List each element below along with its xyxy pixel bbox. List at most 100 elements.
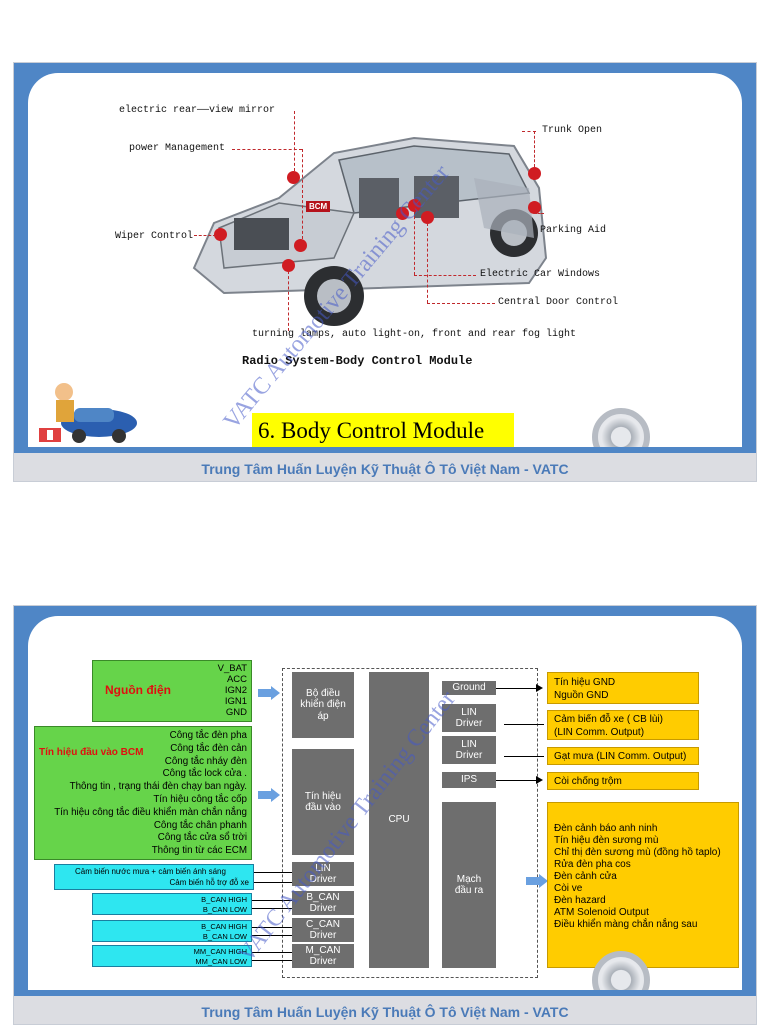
output-list-item: Đèn hazard [554,895,606,906]
marker-lamps [282,259,295,272]
power-signal: IGN2 [224,685,247,696]
output-list-item: Chỉ thị đèn sương mù (đồng hồ taplo) [554,847,721,858]
mcan-driver-block: M_CAN Driver [292,944,354,968]
car-cutaway-illustration [192,136,548,326]
callout-wiper: Wiper Control [115,231,194,242]
output-line-ground [496,688,536,689]
input-item: Thông tin từ các ECM [151,845,247,857]
voltage-regulator-block: Bộ điều khiển điện áp [292,672,354,738]
ips-block: IPS [442,772,496,788]
arrow-head-icon [536,776,543,784]
output-circuit-block: Mạch đầu ra [442,802,496,968]
slide-bcm-block-diagram: Nguồn điện V_BAT ACC IGN2 IGN1 GND Tín h… [13,605,757,1025]
alarm-output-box: Còi chống trộm [547,772,699,790]
marker-mirror [287,171,300,184]
can-line [252,908,292,909]
can-line [252,935,292,936]
ground-output-item: Tín hiệu GND [554,677,616,688]
output-list-item: Tín hiệu đèn sương mù [554,835,659,846]
figure-caption: Radio System-Body Control Module [242,354,473,368]
slide-footer-bar [14,990,756,1024]
mechanic-cartoon [39,383,137,443]
can-high-label: MM_CAN HIGH [193,947,247,956]
input-item: Công tắc nháy đèn [164,755,247,767]
ground-output-box: Tín hiệu GND Nguồn GND [547,672,699,704]
can-bus-box: B_CAN HIGH B_CAN LOW [92,893,252,915]
input-item: Thông tin , trạng thái đèn chạy ban ngày… [69,781,247,793]
leader-windows [414,211,415,275]
output-list-item: Đèn cảnh báo anh ninh [554,823,658,834]
output-line-lin2 [504,756,544,757]
leader-trunk [534,131,535,167]
power-signal-list: V_BAT ACC IGN2 IGN1 GND [218,663,247,718]
can-label-group: B_CAN HIGH B_CAN LOW [201,895,247,915]
ccan-driver-block: C_CAN Driver [292,918,354,942]
marker-door-1 [396,207,409,220]
slide-frame-right [742,63,756,451]
leader-power [232,149,302,150]
input-item: Tín hiệu công tắc điều khiển màn chắn nắ… [54,806,247,818]
sensor-item: Cảm biến nước mưa + cảm biến ánh sáng [75,867,226,876]
slide-frame-left [14,606,28,994]
leader-power-v [302,149,303,239]
sensor-input-box: Cảm biến nước mưa + cảm biến ánh sáng Cả… [54,864,254,890]
arrow-right-icon [258,788,280,802]
leader-lamps [288,271,289,331]
can-label-group: MM_CAN HIGH MM_CAN LOW [194,947,247,967]
marker-power [294,239,307,252]
can-low-label: B_CAN LOW [202,905,247,914]
leader-parking [534,213,544,214]
marker-trunk [528,167,541,180]
output-list-item: Còi ve [554,883,583,894]
bcm-input-list: Công tắc đèn pha Công tắc đèn cản Công t… [54,730,247,858]
can-bus-box: MM_CAN HIGH MM_CAN LOW [92,945,252,967]
bcm-boundary [282,668,538,978]
reverse-sensor-item: (LIN Comm. Output) [554,727,645,738]
can-line [252,960,292,961]
leader-mirror [294,111,295,171]
arrow-right-icon [258,686,280,700]
can-low-label: B_CAN LOW [202,932,247,941]
callout-mirror: electric rear——view mirror [119,105,276,116]
input-item: Tín hiệu công tắc cốp [153,793,247,805]
arrow-head-icon [536,684,543,692]
can-low-label: MM_CAN LOW [195,957,247,966]
general-outputs-box: Đèn cảnh báo anh ninh Tín hiệu đèn sương… [547,802,739,968]
sensor-line [254,872,292,873]
sensor-item: Cảm biến hỗ trợ đỗ xe [169,878,249,887]
slide-body-control-module: BCM electric rear——view mirror power Man… [13,62,757,482]
leader-wiper [194,235,216,236]
callout-lamps: turning lamps, auto light-on, front and … [252,329,577,340]
input-item: Công tắc đèn cản [170,742,247,754]
ground-block: Ground [442,681,496,695]
wiper-output-box: Gạt mưa (LIN Comm. Output) [547,747,699,765]
marker-windows [408,199,421,212]
output-list-item: Điều khiển màng chắn nắng sau [554,919,698,930]
leader-door [427,223,428,303]
output-line-lin1 [504,724,544,725]
reverse-sensor-item: Cảm biến đỗ xe ( CB lùi) [554,714,663,725]
output-list-item: ATM Solenoid Output [554,907,649,918]
marker-wiper [214,228,227,241]
input-item: Công tắc đèn pha [169,730,247,741]
bcm-input-signals-box: Tín hiệu đầu vào BCM Công tắc đèn pha Cô… [34,726,252,860]
output-line-ips [496,780,538,781]
leader-trunk-h [522,131,536,132]
sensor-line [254,882,292,883]
power-signal: ACC [226,674,247,685]
power-signal: V_BAT [217,663,247,674]
power-supply-title: Nguồn điện [105,683,171,697]
input-item: Công tắc lock cửa . [162,768,247,780]
input-signal-block: Tín hiệu đầu vào [292,749,354,855]
can-label-group: B_CAN HIGH B_CAN LOW [201,922,247,942]
power-signal: GND [225,707,247,718]
can-line [252,927,292,928]
output-list-item: Đèn cảnh cửa [554,871,617,882]
lin-driver-1-block: LIN Driver [442,704,496,732]
marker-parking [528,201,541,214]
callout-door: Central Door Control [498,297,619,308]
lin-driver-2-block: LIN Driver [442,736,496,764]
can-bus-box: B_CAN HIGH B_CAN LOW [92,920,252,942]
slide-footer-bar [14,447,756,481]
callout-power: power Management [129,143,226,154]
